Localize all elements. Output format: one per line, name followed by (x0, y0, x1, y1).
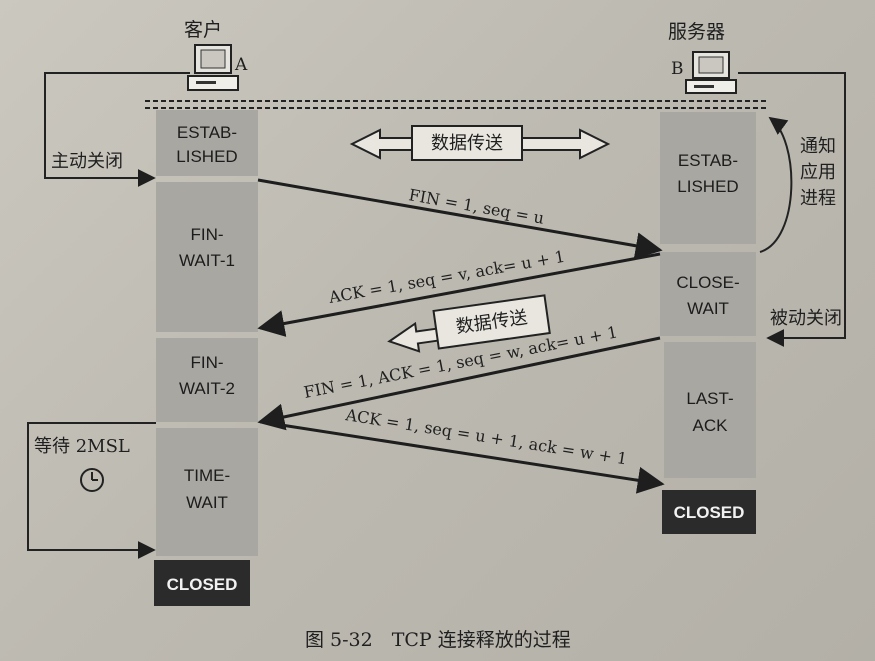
client-established-line2: LISHED (176, 147, 237, 166)
server-last-ack-line1: LAST- (686, 389, 733, 408)
server-established-line1: ESTAB- (678, 151, 738, 170)
client-state-time-wait (156, 428, 258, 556)
server-close-wait-line2: WAIT (687, 299, 729, 318)
client-state-fin-wait-1 (156, 182, 258, 332)
message-arrow-fin (257, 178, 663, 260)
client-state-established (156, 110, 258, 176)
client-fin-wait2-line2: WAIT-2 (179, 379, 235, 398)
server-title: 服务器 (668, 21, 725, 43)
notify-label-line3: 进程 (800, 188, 836, 209)
notify-label-line1: 通知 (800, 136, 836, 157)
server-close-wait-line1: CLOSE- (676, 273, 739, 292)
server-state-closed (662, 490, 756, 534)
server-letter: B (671, 59, 684, 79)
message-arrow-fin-ack (257, 336, 661, 431)
client-time-wait-line2: WAIT (186, 493, 228, 512)
active-close-label: 主动关闭 (51, 151, 123, 172)
clock-icon (80, 468, 104, 492)
client-fin-wait1-line1: FIN- (190, 225, 223, 244)
client-established-line1: ESTAB- (177, 123, 237, 142)
figure-caption: 图 5-32 TCP 连接释放的过程 (305, 629, 571, 651)
message-arrow-ack2 (261, 420, 665, 494)
server-state-close-wait (660, 252, 756, 336)
server-state-last-ack (664, 342, 756, 478)
server-established-line2: LISHED (677, 177, 738, 196)
data-transfer-both-label: 数据传送 (431, 133, 503, 154)
server-computer-icon (685, 51, 737, 94)
server-closed-label: CLOSED (674, 503, 745, 522)
client-title: 客户 (184, 19, 222, 41)
notify-label-line2: 应用 (800, 162, 836, 183)
client-fin-wait2-line1: FIN- (190, 353, 223, 372)
passive-close-arrow (738, 72, 846, 347)
server-state-established (660, 112, 756, 244)
active-close-arrow (44, 72, 190, 187)
client-time-wait-line1: TIME- (184, 466, 230, 485)
server-last-ack-line2: ACK (693, 416, 729, 435)
client-state-column: ESTAB- LISHED FIN- WAIT-1 FIN- WAIT-2 TI… (154, 110, 258, 606)
data-transfer-both-arrow: 数据传送 (349, 125, 611, 161)
client-fin-wait1-line2: WAIT-1 (179, 251, 235, 270)
message-ack2-label: ACK = 1, seq = u + 1, ack = w + 1 (343, 405, 628, 468)
client-computer-icon (187, 44, 239, 91)
client-state-fin-wait-2 (156, 338, 258, 422)
passive-close-label: 被动关闭 (770, 308, 842, 329)
notify-app-arrow (759, 116, 793, 253)
client-closed-label: CLOSED (167, 575, 238, 594)
server-state-column: ESTAB- LISHED CLOSE- WAIT LAST- ACK CLOS… (660, 112, 756, 534)
message-fin-label: FIN = 1, seq = u (407, 185, 545, 228)
wait-2msl-label: 等待 2MSL (34, 436, 130, 457)
message-arrow-ack1 (257, 252, 661, 337)
wait-2msl-arrow (27, 422, 156, 559)
client-state-closed (154, 560, 250, 606)
client-letter: A (234, 55, 248, 75)
data-transfer-back-arrow: 数据传送 (387, 294, 551, 353)
network-dashed-line (145, 100, 768, 109)
